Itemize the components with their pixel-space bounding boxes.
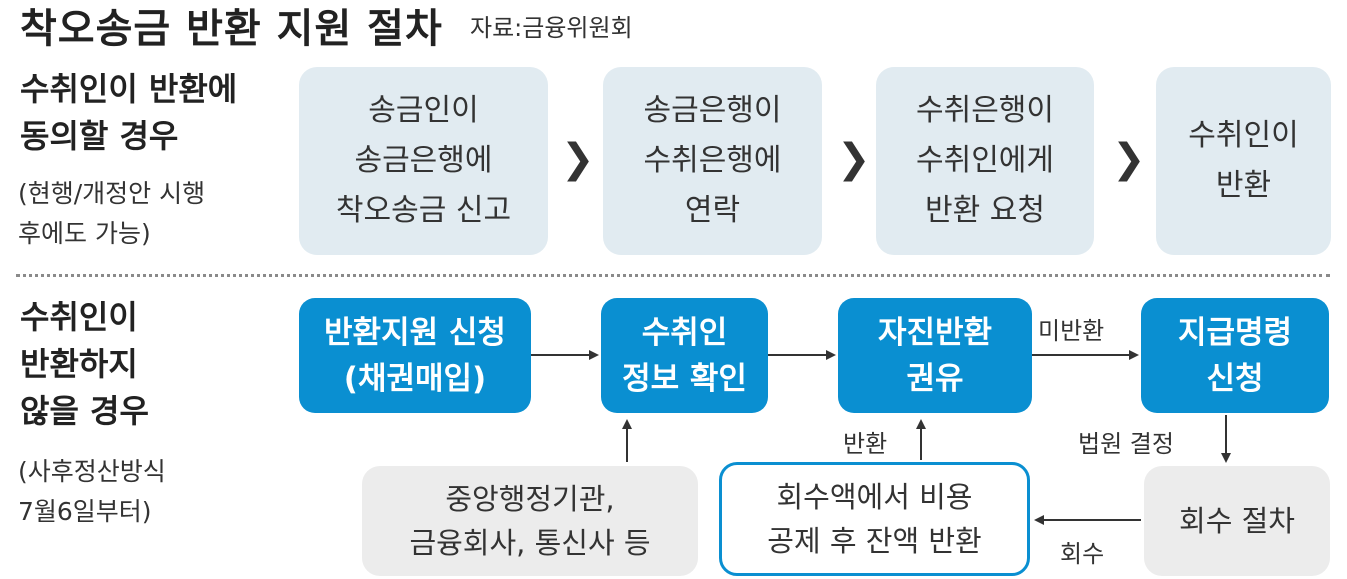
refund-balance-box: 회수액에서 비용 공제 후 잔액 반환	[719, 462, 1030, 576]
chevron-right-icon: ❯	[837, 136, 871, 182]
step-return-request: 수취은행이 수취인에게 반환 요청	[876, 67, 1094, 255]
label-returned: 반환	[843, 430, 888, 458]
voluntary-return-box: 자진반환 권유	[838, 298, 1032, 413]
row2-heading: 수취인이 반환하지 않을 경우	[20, 298, 149, 430]
chevron-right-icon: ❯	[561, 136, 595, 182]
diagram-title: 착오송금 반환 지원 절차	[20, 6, 443, 52]
label-recovered: 회수	[1060, 540, 1105, 568]
row1-heading: 수취인이 반환에 동의할 경우	[20, 70, 238, 155]
row1-note: (현행/개정안 시행 후에도 가능)	[18, 179, 206, 248]
agencies-box: 중앙행정기관, 금융회사, 통신사 등	[362, 466, 698, 576]
verify-recipient-box: 수취인 정보 확인	[601, 298, 768, 413]
step-bank-contact: 송금은행이 수취은행에 연락	[603, 67, 822, 255]
collection-procedure-box: 회수 절차	[1144, 466, 1330, 576]
step-recipient-return: 수취인이 반환	[1156, 67, 1331, 255]
row2-note: (사후정산방식 7월6일부터)	[18, 457, 166, 526]
source-credit: 자료:금융위원회	[470, 14, 633, 42]
payment-order-box: 지급명령 신청	[1141, 298, 1329, 413]
label-court-decision: 법원 결정	[1078, 430, 1174, 458]
step-sender-report: 송금인이 송금은행에 착오송금 신고	[299, 67, 548, 255]
chevron-right-icon: ❯	[1112, 136, 1146, 182]
section-divider	[16, 274, 1330, 277]
label-unreturned: 미반환	[1038, 317, 1105, 345]
apply-return-support-box: 반환지원 신청 (채권매입)	[299, 298, 531, 413]
